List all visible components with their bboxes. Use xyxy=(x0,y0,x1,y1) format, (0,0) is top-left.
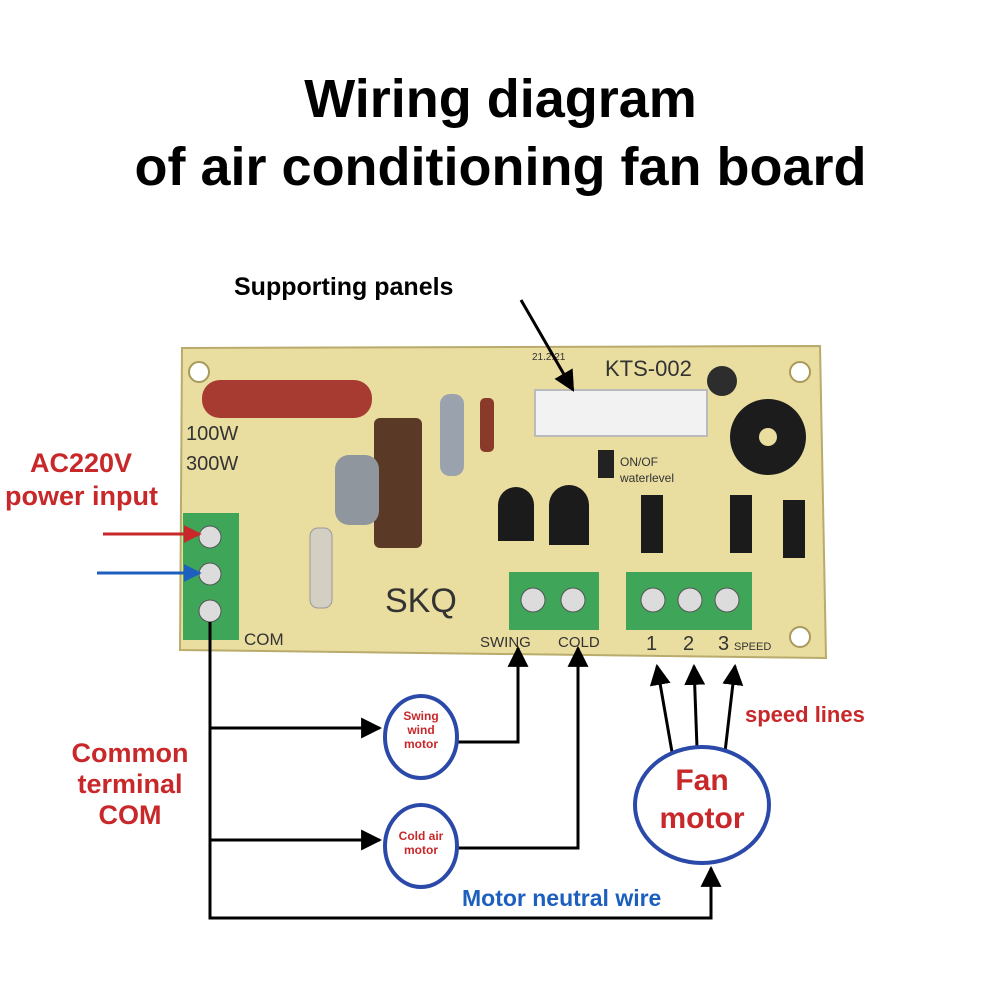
fan-motor-label: Fan motor xyxy=(636,762,768,837)
swing-motor-circle xyxy=(383,694,459,780)
board-300w: 300W xyxy=(186,453,238,475)
board-model: KTS-002 xyxy=(605,356,692,381)
diode-icon xyxy=(480,398,494,452)
common-label-line1: Common xyxy=(71,738,189,768)
red-capacitor-icon xyxy=(202,380,372,418)
panel-connector-icon xyxy=(534,389,708,437)
circuit-board: KTS-002 SKQ 100W 300W COM SWING COLD 1 2… xyxy=(178,344,828,660)
transistor-icon xyxy=(549,485,589,545)
common-label-line3: COM xyxy=(98,800,162,831)
board-100w: 100W xyxy=(186,423,238,445)
fuse-icon xyxy=(309,527,333,609)
supporting-panels-label: Supporting panels xyxy=(234,273,454,301)
panel-pointer-arrow xyxy=(519,299,575,392)
speed-wiring xyxy=(649,663,744,753)
fan-label-line1: Fan xyxy=(675,764,729,797)
electrolytic-capacitor-icon xyxy=(374,418,422,548)
board-speed-label: SPEED xyxy=(734,641,771,653)
board-speed-1: 1 xyxy=(646,633,657,655)
cold-motor-label: Cold air motor xyxy=(385,829,457,858)
board-waterlevel: waterlevel xyxy=(619,471,674,485)
board-date: 21.2.21 xyxy=(532,352,566,363)
swing-label-line2: wind xyxy=(407,722,435,737)
board-onof: ON/OF xyxy=(620,455,658,469)
neutral-wire-label: Motor neutral wire xyxy=(462,885,662,911)
cold-label-line1: Cold air xyxy=(398,829,444,843)
swing-motor-label: Swing wind motor xyxy=(385,709,457,751)
swing-label-line3: motor xyxy=(404,736,438,751)
fan-label-line2: motor xyxy=(659,801,745,835)
title-line1: Wiring diagram xyxy=(304,69,697,129)
ac-input-label-line1: AC220V xyxy=(30,448,133,478)
ac-input-label-line2: power input xyxy=(5,481,158,511)
board-com: COM xyxy=(244,630,284,649)
jumper-icon xyxy=(598,450,614,478)
mount-hole-icon xyxy=(789,626,811,648)
triac-icon xyxy=(730,495,752,553)
swing-cold-wiring xyxy=(455,645,589,850)
swing-label-line1: Swing xyxy=(403,709,439,723)
title-line2: of air conditioning fan board xyxy=(134,137,867,197)
resistor-icon xyxy=(335,455,379,525)
triac-icon xyxy=(783,500,805,558)
common-label-line2: terminal xyxy=(77,769,183,800)
board-speed-3: 3 xyxy=(718,633,729,655)
resistor-icon xyxy=(440,394,464,476)
speed-lines-label: speed lines xyxy=(745,702,865,727)
triac-icon xyxy=(641,495,663,553)
transistor-icon xyxy=(498,487,534,541)
board-speed-2: 2 xyxy=(683,633,694,655)
board-swing: SWING xyxy=(480,634,531,651)
mount-hole-icon xyxy=(789,361,811,383)
board-brand: SKQ xyxy=(385,582,457,620)
cold-label-line2: motor xyxy=(404,842,438,857)
small-capacitor-icon xyxy=(707,366,737,396)
common-terminal-label: Common terminal COM xyxy=(50,738,210,831)
cold-motor-circle xyxy=(383,803,459,889)
fan-motor-circle xyxy=(633,745,771,865)
mount-hole-icon xyxy=(188,361,210,383)
